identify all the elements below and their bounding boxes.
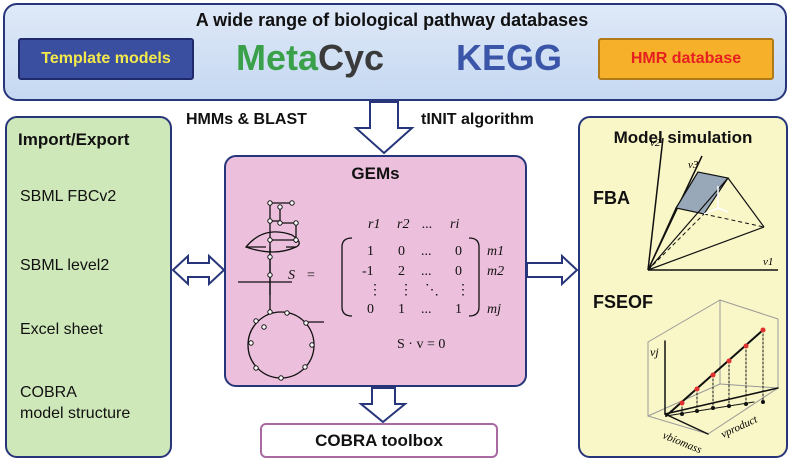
format-excel-sheet: Excel sheet	[20, 321, 103, 338]
fba-flux-cone-plot: v2 v3 v1	[647, 137, 778, 271]
fba-axis-label-v1: v1	[763, 256, 773, 268]
axis-vbiomass	[664, 413, 709, 435]
right-arrow	[526, 253, 579, 287]
bracket-left	[341, 237, 353, 317]
matrix-cell: 1	[455, 302, 462, 317]
matrix-cell: 1	[398, 302, 405, 317]
matrix-cell: ...	[421, 302, 432, 317]
matrix-cell: ⋱	[425, 283, 439, 298]
simulation-graphics: v2 v3 v1 vj vbiomass vproduct	[647, 137, 779, 456]
network-graph-icon	[238, 202, 324, 379]
gems-panel	[224, 155, 527, 387]
down-arrow-top	[353, 101, 415, 155]
hmr-database-box: HMR database	[598, 38, 774, 80]
balance-equation: S · v = 0	[397, 337, 445, 352]
template-models-box: Template models	[18, 38, 194, 80]
matrix-cell: ⋮	[368, 283, 382, 298]
matrix-equals: =	[307, 268, 315, 283]
fba-axis-label-v2: v2	[650, 137, 661, 149]
matrix-cell: ⋮	[399, 283, 413, 298]
format-cobra-model-structure: model structure	[20, 405, 131, 422]
gems-graphics: S = r1 r2 ... ri 1 0 ... 0 -1 2 ... 0 ⋮ …	[238, 200, 504, 381]
format-sbml-fbcv2: SBML FBCv2	[20, 188, 117, 205]
matrix-cell: 2	[398, 264, 405, 279]
fseof-label: FSEOF	[593, 292, 654, 312]
matrix-cell: ...	[421, 244, 432, 259]
matrix-cell: 0	[455, 244, 462, 259]
cobra-toolbox-box: COBRA toolbox	[260, 423, 498, 458]
format-cobra: COBRA	[20, 384, 77, 401]
down-arrow-bottom	[358, 387, 408, 424]
fseof-axis-label-vj: vj	[650, 345, 659, 359]
fba-label: FBA	[593, 188, 630, 208]
tinit-label: tINIT algorithm	[421, 111, 534, 128]
matrix-lhs: S	[288, 268, 295, 283]
stoichiometric-matrix: S = r1 r2 ... ri 1 0 ... 0 -1 2 ... 0 ⋮ …	[288, 217, 504, 352]
matrix-cell: 0	[455, 264, 462, 279]
matrix-cell: 0	[398, 244, 405, 259]
metacyc-cyc: Cyc	[318, 37, 385, 78]
import-export-panel	[5, 116, 172, 458]
matrix-cell: ...	[421, 264, 432, 279]
model-simulation-title: Model simulation	[613, 128, 753, 147]
matrix-cell: 1	[367, 244, 374, 259]
col-header-r1: r1	[368, 217, 380, 232]
metacyc-logo: MetaCyc	[236, 37, 384, 79]
row-label-mj: mj	[487, 302, 501, 317]
format-sbml-level2: SBML level2	[20, 257, 110, 274]
fseof-axis-label-vbiomass: vbiomass	[661, 430, 703, 456]
databases-title: A wide range of biological pathway datab…	[195, 10, 589, 30]
col-header-ri: ri	[450, 217, 459, 232]
gems-title: GEMs	[351, 164, 400, 183]
row-label-m2: m2	[487, 264, 504, 279]
matrix-cell: -1	[362, 264, 374, 279]
hmms-blast-label: HMMs & BLAST	[186, 111, 307, 128]
fba-axis-label-v3: v3	[688, 159, 699, 171]
bracket-right	[468, 237, 480, 317]
network-nodes	[248, 200, 315, 381]
axis-vproduct	[664, 387, 779, 415]
fseof-axis-label-vproduct: vproduct	[719, 413, 760, 441]
row-label-m1: m1	[487, 244, 504, 259]
matrix-cell: ⋮	[456, 283, 470, 298]
double-arrow-left	[171, 253, 226, 287]
col-header-r2: r2	[397, 217, 409, 232]
import-export-title: Import/Export	[18, 130, 130, 149]
metacyc-meta: Meta	[236, 37, 319, 78]
axis-v2	[647, 137, 664, 271]
fseof-plot: vj vbiomass vproduct	[647, 299, 779, 456]
kegg-logo: KEGG	[456, 37, 563, 78]
matrix-cell: 0	[367, 302, 374, 317]
col-header-dots: ...	[422, 217, 433, 232]
